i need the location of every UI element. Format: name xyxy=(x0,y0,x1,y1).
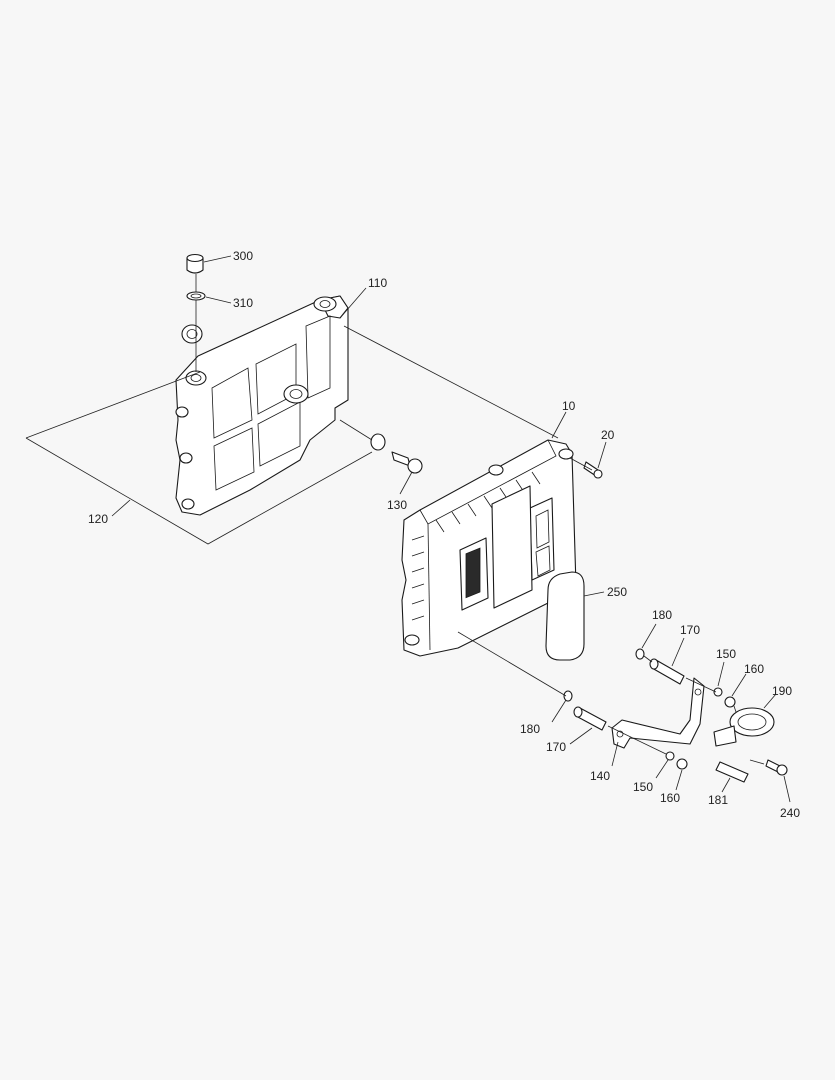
spacer-170-upper xyxy=(649,658,685,685)
callout-150-upper: 150 xyxy=(716,647,736,661)
callout-180-lower: 180 xyxy=(520,722,540,736)
washer-150-upper xyxy=(713,687,723,697)
callouts: 300 310 110 10 20 130 120 250 180 170 15… xyxy=(88,249,800,820)
stud-181 xyxy=(715,761,749,783)
nut-160-lower xyxy=(676,758,688,770)
callout-180-upper: 180 xyxy=(652,608,672,622)
mounting-bracket-110 xyxy=(175,295,349,516)
reference-lines xyxy=(25,325,765,765)
callout-181: 181 xyxy=(708,793,728,807)
callout-130: 130 xyxy=(387,498,407,512)
callout-150-lower: 150 xyxy=(633,780,653,794)
bolt-130 xyxy=(370,433,423,474)
screw-20 xyxy=(583,461,603,479)
callout-10: 10 xyxy=(562,399,576,413)
callout-170-upper: 170 xyxy=(680,623,700,637)
callout-110: 110 xyxy=(368,276,387,290)
plug-300 xyxy=(186,253,204,274)
callout-310: 310 xyxy=(233,296,253,310)
callout-240: 240 xyxy=(780,806,800,820)
washer-180-upper xyxy=(635,648,645,660)
clamp-190 xyxy=(713,707,775,747)
callout-160-upper: 160 xyxy=(744,662,764,676)
callout-140: 140 xyxy=(590,769,610,783)
spacer-170-lower xyxy=(573,706,607,731)
washer-150-lower xyxy=(665,751,675,761)
callout-160-lower: 160 xyxy=(660,791,680,805)
callout-250: 250 xyxy=(607,585,627,599)
pad-250 xyxy=(545,571,585,661)
o-ring-310 xyxy=(186,291,206,301)
washer-180-lower xyxy=(563,690,573,702)
callout-20: 20 xyxy=(601,428,615,442)
control-module-10 xyxy=(401,439,577,657)
callout-120: 120 xyxy=(88,512,108,526)
callout-300: 300 xyxy=(233,249,253,263)
bracket-140 xyxy=(611,677,705,749)
nut-160-upper xyxy=(724,696,736,708)
callout-190: 190 xyxy=(772,684,792,698)
bolt-240 xyxy=(765,759,788,776)
callout-170-lower: 170 xyxy=(546,740,566,754)
